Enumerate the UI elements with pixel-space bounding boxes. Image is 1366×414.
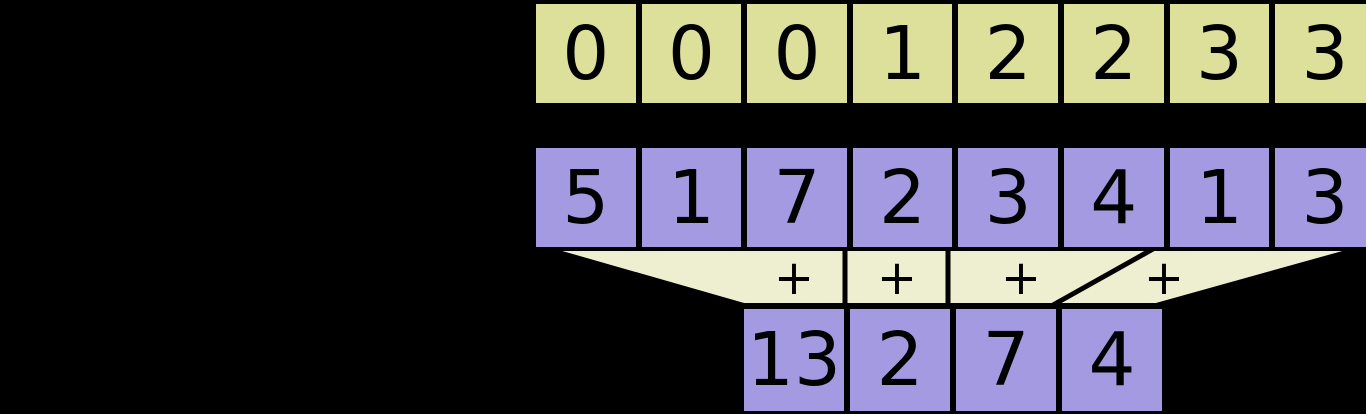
- values-row: 5 1 7 2 3 4 1 3: [533, 145, 1366, 250]
- output-cell: 2: [847, 306, 953, 414]
- values-cell: 1: [638, 145, 745, 250]
- plus-operator-icon: +: [773, 250, 815, 306]
- plus-operator-icon: +: [1143, 250, 1185, 306]
- output-cell: 7: [953, 306, 1059, 414]
- keys-cell: 2: [955, 1, 1061, 106]
- output-cell: 4: [1059, 306, 1165, 414]
- values-cell: 4: [1060, 145, 1167, 250]
- keys-cell: 2: [1060, 1, 1167, 106]
- values-cell: 1: [1166, 145, 1273, 250]
- values-cell: 3: [1272, 145, 1366, 250]
- keys-row: 0 0 0 1 2 2 3 3: [533, 1, 1366, 106]
- keys-cell: 0: [638, 1, 745, 106]
- plus-operator-icon: +: [1000, 250, 1042, 306]
- output-row: 13 2 7 4: [741, 306, 1165, 414]
- keys-cell: 0: [533, 1, 639, 106]
- values-cell: 5: [533, 145, 639, 250]
- keys-cell: 3: [1166, 1, 1273, 106]
- keys-cell: 1: [849, 1, 956, 106]
- output-cell: 13: [741, 306, 847, 414]
- plus-operator-icon: +: [876, 250, 918, 306]
- values-cell: 3: [955, 145, 1061, 250]
- keys-cell: 3: [1272, 1, 1366, 106]
- keys-cell: 0: [744, 1, 850, 106]
